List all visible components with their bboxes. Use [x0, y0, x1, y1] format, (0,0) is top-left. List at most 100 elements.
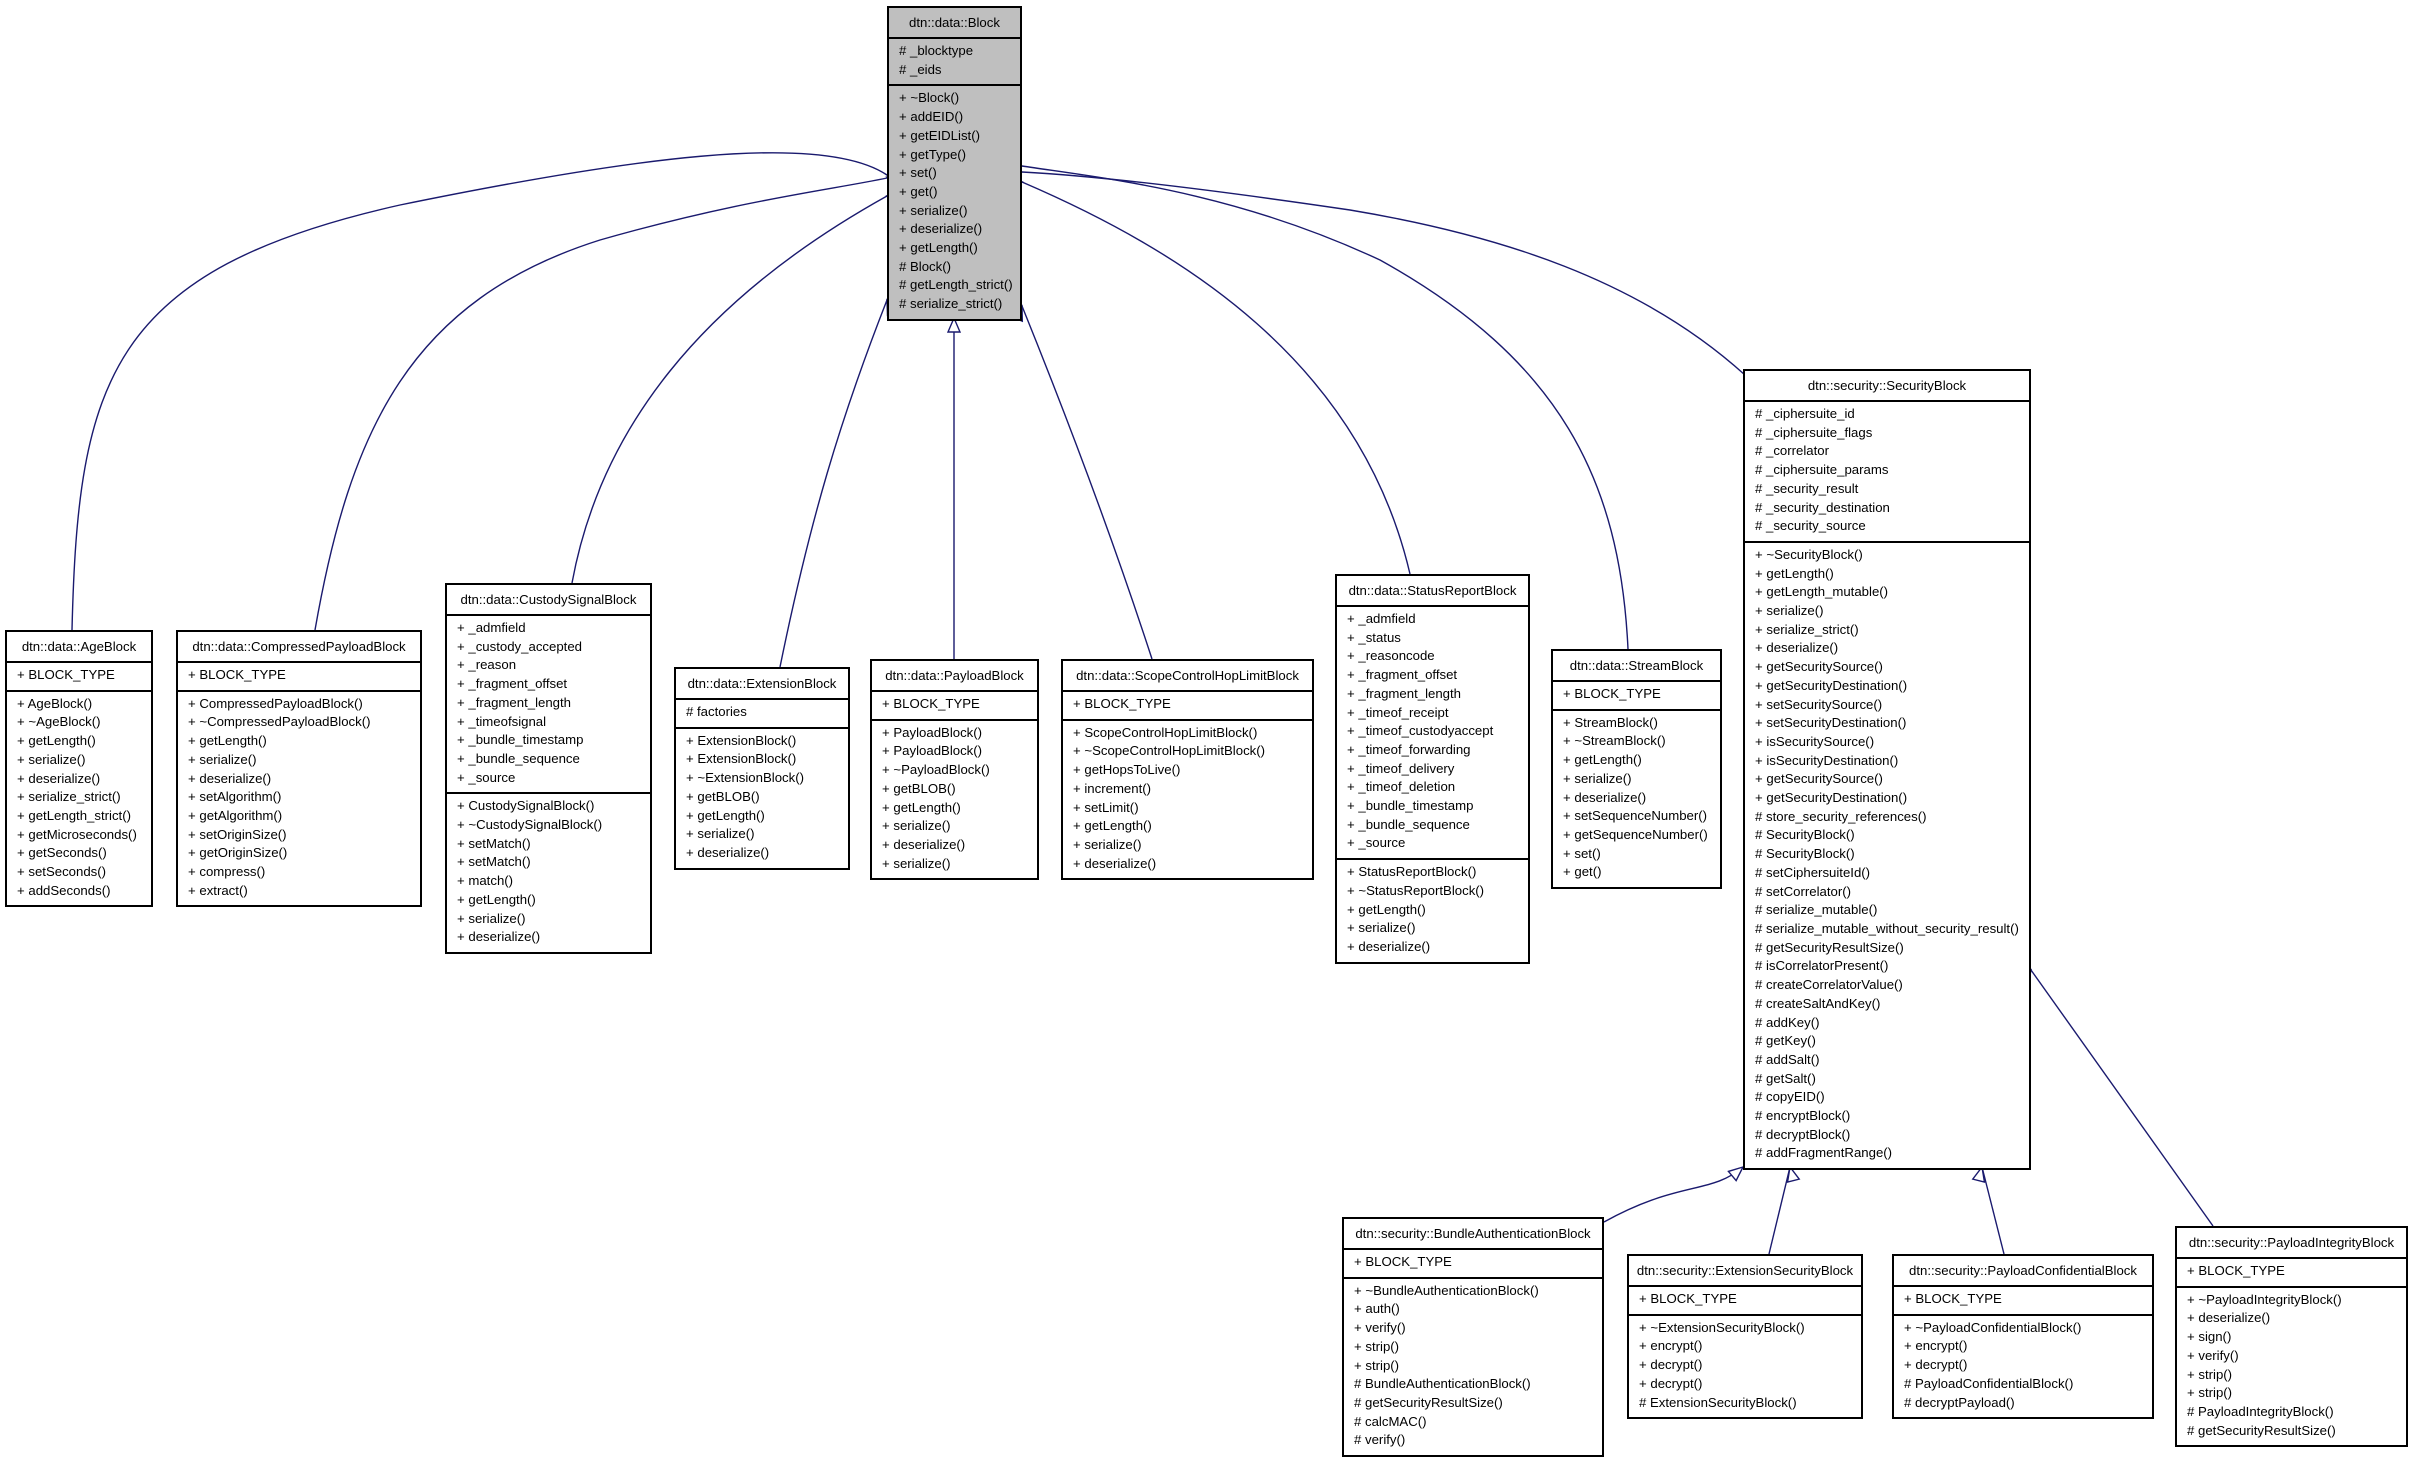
method-getsequencenumber[interactable]: + getSequenceNumber(): [1563, 826, 1708, 842]
method-setalgorithm[interactable]: + setAlgorithm(): [188, 789, 282, 805]
method-getlength[interactable]: + getLength(): [457, 891, 536, 907]
class-name[interactable]: dtn::data::StatusReportBlock: [1337, 576, 1528, 607]
method-getmicroseconds[interactable]: + getMicroseconds(): [17, 826, 137, 842]
method-streamblock[interactable]: + StreamBlock(): [1563, 714, 1658, 730]
attribute-timeof-receipt[interactable]: + _timeof_receipt: [1347, 704, 1449, 720]
method-auth[interactable]: + auth(): [1354, 1301, 1400, 1317]
method-calcmac[interactable]: # calcMAC(): [1354, 1413, 1427, 1429]
method-ageblock[interactable]: + ~AgeBlock(): [17, 714, 101, 730]
class-box-payload[interactable]: dtn::data::PayloadBlock+ BLOCK_TYPE+ Pay…: [870, 659, 1039, 881]
method-extensionblock[interactable]: + ExtensionBlock(): [686, 732, 797, 748]
attribute-block-type[interactable]: + BLOCK_TYPE: [1639, 1291, 1737, 1306]
method-deserialize[interactable]: + deserialize(): [1563, 789, 1647, 805]
method-getsecurityresultsize[interactable]: # getSecurityResultSize(): [1354, 1394, 1503, 1410]
method-deserialize[interactable]: + deserialize(): [2187, 1310, 2271, 1326]
method-getkey[interactable]: # getKey(): [1755, 1033, 1816, 1049]
class-name[interactable]: dtn::data::CompressedPayloadBlock: [178, 632, 420, 663]
method-setciphersuiteid[interactable]: # setCiphersuiteId(): [1755, 864, 1871, 880]
method-scopecontrolhoplimitblock[interactable]: + ScopeControlHopLimitBlock(): [1073, 724, 1258, 740]
attribute-ciphersuite-flags[interactable]: # _ciphersuite_flags: [1755, 424, 1873, 440]
attribute-bundle-timestamp[interactable]: + _bundle_timestamp: [1347, 798, 1474, 814]
method-addeid[interactable]: + addEID(): [899, 109, 964, 125]
method-iscorrelatorpresent[interactable]: # isCorrelatorPresent(): [1755, 958, 1889, 974]
class-box-extension[interactable]: dtn::data::ExtensionBlock# factories+ Ex…: [674, 667, 850, 870]
method-encryptblock[interactable]: # encryptBlock(): [1755, 1108, 1851, 1124]
class-name[interactable]: dtn::data::PayloadBlock: [872, 661, 1037, 692]
method-compressedpayloadblock[interactable]: + CompressedPayloadBlock(): [188, 695, 363, 711]
method-payloadblock[interactable]: + PayloadBlock(): [882, 724, 983, 740]
method-serialize-strict[interactable]: + serialize_strict(): [17, 789, 121, 805]
attribute-timeof-custodyaccept[interactable]: + _timeof_custodyaccept: [1347, 723, 1494, 739]
method-strip[interactable]: + strip(): [1354, 1357, 1400, 1373]
attribute-source[interactable]: + _source: [457, 769, 516, 785]
class-name[interactable]: dtn::security::ExtensionSecurityBlock: [1629, 1256, 1861, 1287]
class-box-esb[interactable]: dtn::security::ExtensionSecurityBlock+ B…: [1627, 1254, 1863, 1420]
method-serialize[interactable]: + serialize(): [1563, 770, 1632, 786]
class-box-age[interactable]: dtn::data::AgeBlock+ BLOCK_TYPE+ AgeBloc…: [5, 630, 153, 908]
attribute-block-type[interactable]: + BLOCK_TYPE: [1354, 1254, 1452, 1269]
method-securityblock[interactable]: # SecurityBlock(): [1755, 827, 1855, 843]
method-getsecuritysource[interactable]: + getSecuritySource(): [1755, 659, 1883, 675]
method-getblob[interactable]: + getBLOB(): [882, 780, 956, 796]
method-decrypt[interactable]: + decrypt(): [1639, 1375, 1703, 1391]
class-box-pcb[interactable]: dtn::security::PayloadConfidentialBlock+…: [1892, 1254, 2154, 1420]
method-serialize[interactable]: + serialize(): [1347, 920, 1416, 936]
method-serialize[interactable]: + serialize(): [17, 751, 86, 767]
method-set[interactable]: + set(): [1563, 845, 1601, 861]
method-getsecuritydestination[interactable]: + getSecurityDestination(): [1755, 677, 1908, 693]
attribute-blocktype[interactable]: # _blocktype: [899, 43, 974, 58]
method-deserialize[interactable]: + deserialize(): [1073, 855, 1157, 871]
method-strip[interactable]: + strip(): [2187, 1366, 2233, 1382]
method-getsecuritydestination[interactable]: + getSecurityDestination(): [1755, 790, 1908, 806]
attribute-security-destination[interactable]: # _security_destination: [1755, 499, 1890, 515]
method-serialize[interactable]: + serialize(): [1755, 603, 1824, 619]
method-get[interactable]: + get(): [899, 183, 938, 199]
method-setmatch[interactable]: + setMatch(): [457, 854, 531, 870]
method-statusreportblock[interactable]: + StatusReportBlock(): [1347, 864, 1477, 880]
class-name[interactable]: dtn::data::Block: [889, 8, 1020, 39]
method-payloadintegrityblock[interactable]: # PayloadIntegrityBlock(): [2187, 1403, 2334, 1419]
class-name[interactable]: dtn::data::AgeBlock: [7, 632, 151, 663]
class-name[interactable]: dtn::security::PayloadConfidentialBlock: [1894, 1256, 2152, 1287]
method-payloadblock[interactable]: + ~PayloadBlock(): [882, 762, 990, 778]
method-getlength[interactable]: + getLength(): [1073, 818, 1152, 834]
method-getlength[interactable]: + getLength(): [1563, 752, 1642, 768]
method-securityblock[interactable]: # SecurityBlock(): [1755, 846, 1855, 862]
method-deserialize[interactable]: + deserialize(): [882, 836, 966, 852]
method-serialize[interactable]: + serialize(): [882, 818, 951, 834]
method-scopecontrolhoplimitblock[interactable]: + ~ScopeControlHopLimitBlock(): [1073, 743, 1266, 759]
method-compressedpayloadblock[interactable]: + ~CompressedPayloadBlock(): [188, 714, 371, 730]
method-addkey[interactable]: # addKey(): [1755, 1014, 1820, 1030]
method-get[interactable]: + get(): [1563, 864, 1602, 880]
method-serialize[interactable]: + serialize(): [686, 826, 755, 842]
method-setsequencenumber[interactable]: + setSequenceNumber(): [1563, 808, 1708, 824]
method-strip[interactable]: + strip(): [1354, 1338, 1400, 1354]
attribute-block-type[interactable]: + BLOCK_TYPE: [1563, 686, 1661, 701]
method-addsalt[interactable]: # addSalt(): [1755, 1051, 1820, 1067]
class-box-security[interactable]: dtn::security::SecurityBlock# _ciphersui…: [1743, 369, 2031, 1171]
attribute-ciphersuite-params[interactable]: # _ciphersuite_params: [1755, 462, 1889, 478]
method-decryptblock[interactable]: # decryptBlock(): [1755, 1126, 1851, 1142]
method-setmatch[interactable]: + setMatch(): [457, 835, 531, 851]
method-gethopstolive[interactable]: + getHopsToLive(): [1073, 762, 1181, 778]
attribute-block-type[interactable]: + BLOCK_TYPE: [1904, 1291, 2002, 1306]
method-payloadconfidentialblock[interactable]: # PayloadConfidentialBlock(): [1904, 1375, 2074, 1391]
method-getlength-strict[interactable]: # getLength_strict(): [899, 277, 1013, 293]
method-deserialize[interactable]: + deserialize(): [686, 844, 770, 860]
attribute-block-type[interactable]: + BLOCK_TYPE: [882, 696, 980, 711]
class-name[interactable]: dtn::security::SecurityBlock: [1745, 371, 2029, 402]
class-name[interactable]: dtn::data::CustodySignalBlock: [447, 585, 650, 616]
method-getsecurityresultsize[interactable]: # getSecurityResultSize(): [2187, 1422, 2336, 1438]
method-serialize-strict[interactable]: + serialize_strict(): [1755, 621, 1859, 637]
method-deserialize[interactable]: + deserialize(): [188, 770, 272, 786]
method-getlength[interactable]: + getLength(): [899, 240, 978, 256]
attribute-timeof-delivery[interactable]: + _timeof_delivery: [1347, 760, 1455, 776]
method-serialize-strict[interactable]: # serialize_strict(): [899, 296, 1003, 312]
method-strip[interactable]: + strip(): [2187, 1385, 2233, 1401]
method-extensionsecurityblock[interactable]: + ~ExtensionSecurityBlock(): [1639, 1319, 1805, 1335]
attribute-security-result[interactable]: # _security_result: [1755, 480, 1859, 496]
method-setsecuritysource[interactable]: + setSecuritySource(): [1755, 696, 1883, 712]
attribute-reason[interactable]: + _reason: [457, 657, 517, 673]
attribute-block-type[interactable]: + BLOCK_TYPE: [2187, 1263, 2285, 1278]
attribute-eids[interactable]: # _eids: [899, 61, 942, 77]
